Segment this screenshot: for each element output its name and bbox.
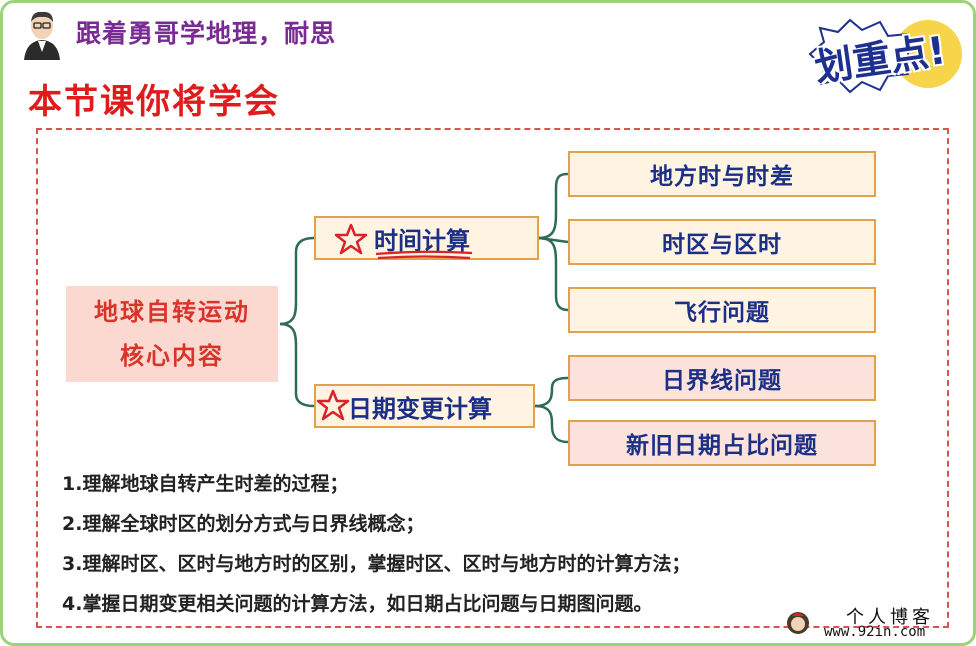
star-icon <box>316 389 350 421</box>
watermark-url: www.92in.com <box>824 624 926 640</box>
branch-node-date: 日期变更计算 <box>314 384 535 428</box>
watermark-title: 个人博客 <box>846 607 934 628</box>
blog-logo-icon <box>787 612 809 634</box>
goal-item: 1.理解地球自转产生时差的过程； <box>62 473 349 495</box>
leaf-node-local-time: 地方时与时差 <box>568 151 876 197</box>
page-title: 本节课你将学会 <box>28 82 280 122</box>
underline-icon <box>375 250 473 260</box>
leaf-node-flight: 飞行问题 <box>568 287 876 333</box>
teacher-avatar-icon <box>24 11 60 60</box>
sticker-burst-icon <box>808 18 962 94</box>
learning-goals-list: 1.理解地球自转产生时差的过程； 2.理解全球时区的划分方式与日界线概念； 3.… <box>62 464 822 624</box>
goal-item: 4.掌握日期变更相关问题的计算方法，如日期占比问题与日期图问题。 <box>62 593 653 615</box>
content-box <box>36 128 949 628</box>
branch-label-time: 时间计算 <box>374 226 470 255</box>
goal-item: 3.理解时区、区时与地方时的区别，掌握时区、区时与地方时的计算方法； <box>62 553 691 575</box>
header-subtitle: 跟着勇哥学地理，耐思 <box>76 19 337 48</box>
key-points-sticker: 划重点! <box>804 14 964 98</box>
goal-item: 2.理解全球时区的划分方式与日界线概念； <box>62 513 425 535</box>
branch-node-time: 时间计算 <box>314 216 539 260</box>
leaf-node-date-line: 日界线问题 <box>568 355 876 401</box>
root-line-2: 核心内容 <box>120 342 224 370</box>
leaf-node-time-zone: 时区与区时 <box>568 219 876 265</box>
leaf-node-date-ratio: 新旧日期占比问题 <box>568 420 876 466</box>
mindmap-root-node: 地球自转运动 核心内容 <box>66 286 278 382</box>
star-icon <box>334 223 368 255</box>
root-line-1: 地球自转运动 <box>94 298 250 326</box>
branch-label-date: 日期变更计算 <box>348 394 492 423</box>
